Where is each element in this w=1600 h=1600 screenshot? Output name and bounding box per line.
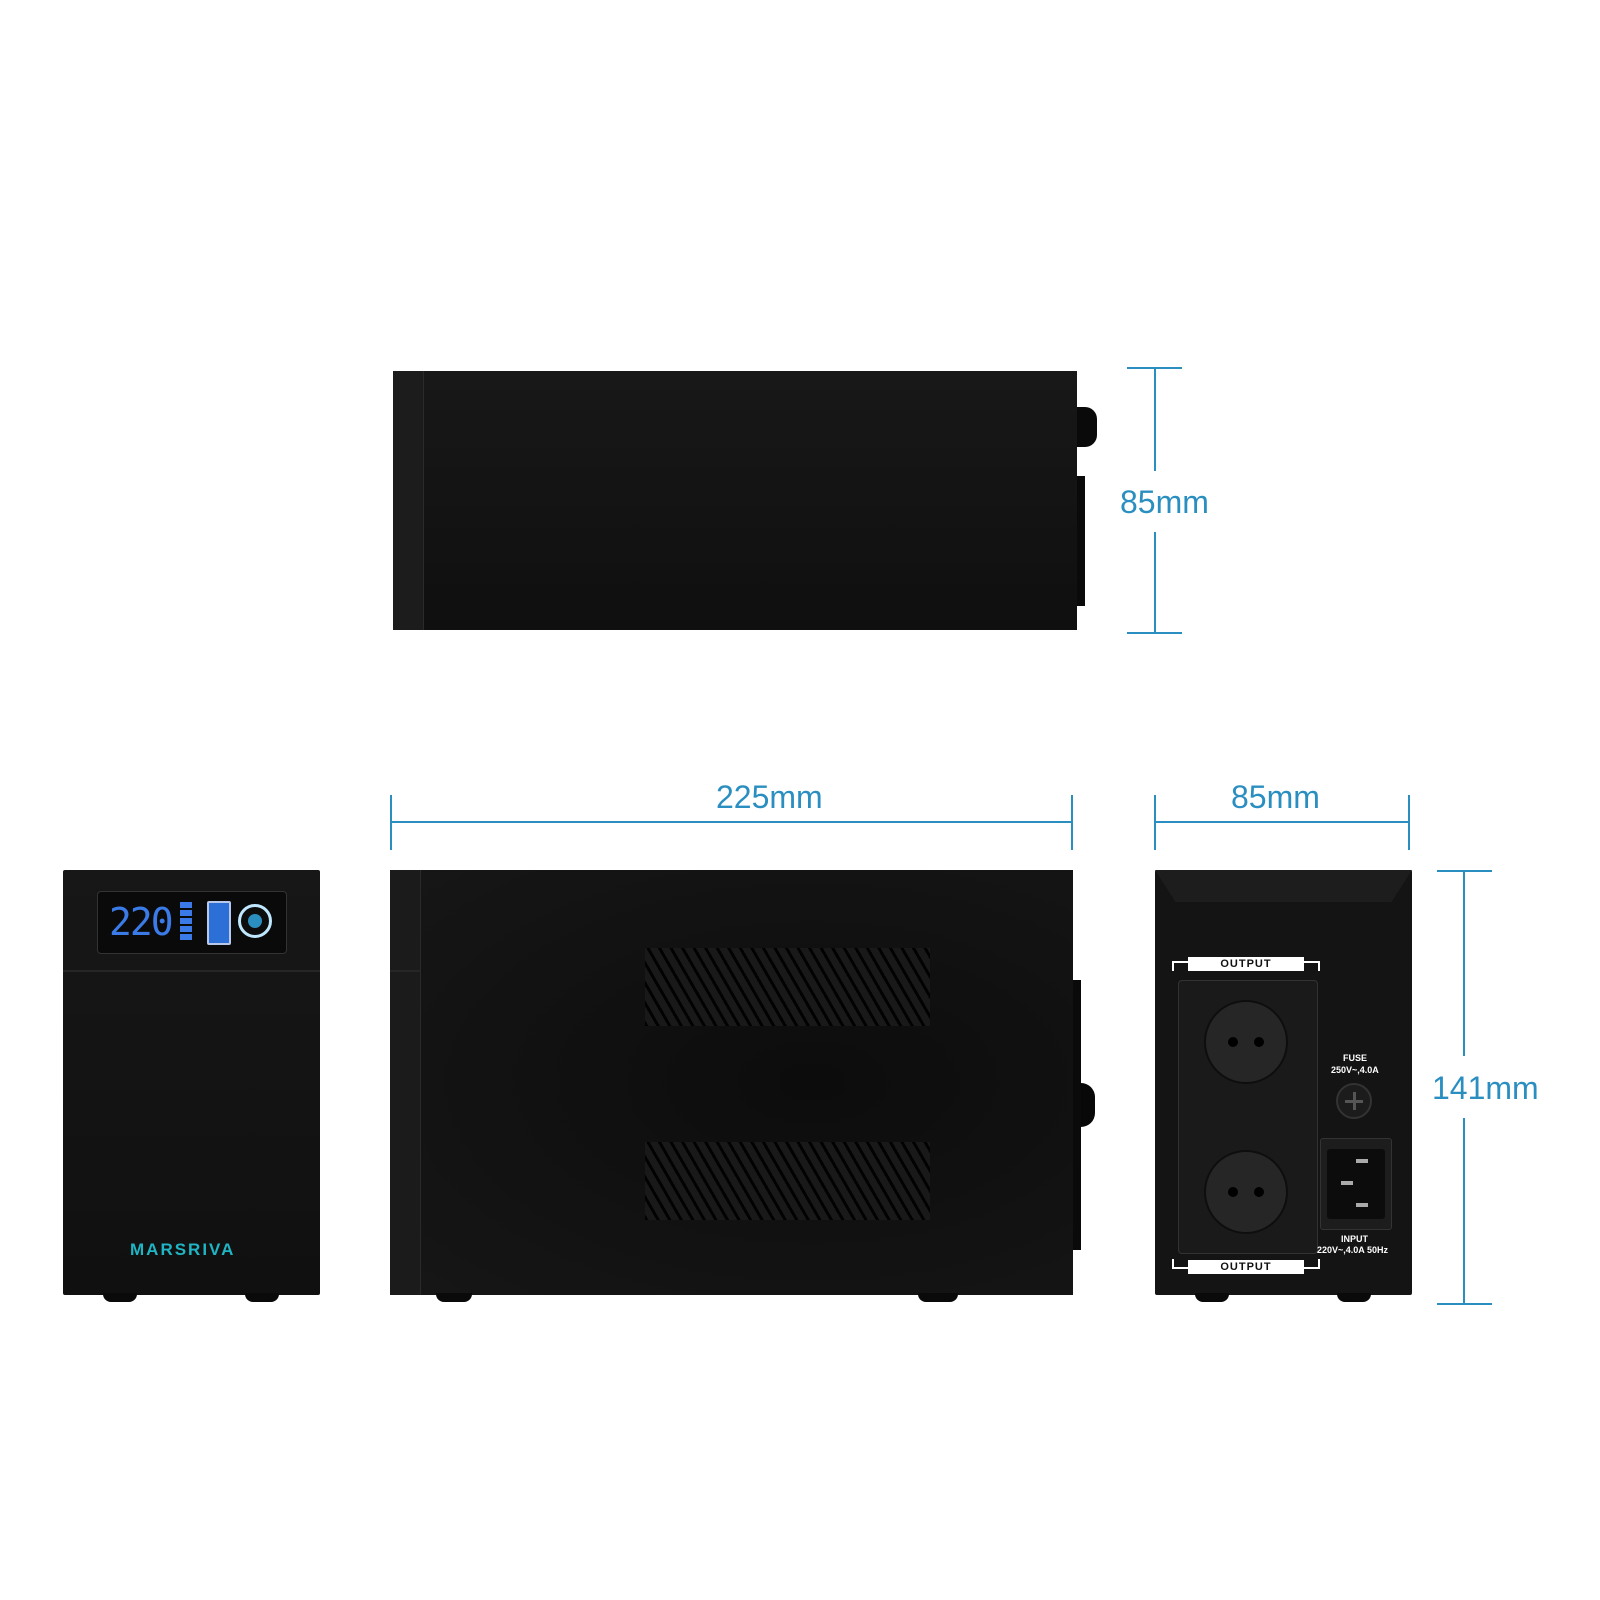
length-label: 225mm <box>716 779 823 815</box>
power-button[interactable] <box>238 904 272 938</box>
fuse-holder-icon <box>1336 1083 1372 1119</box>
battery-level-icon <box>180 902 192 940</box>
input-socket <box>1320 1138 1392 1230</box>
depth-dim-line <box>1154 821 1410 823</box>
input-title: INPUT <box>1341 1234 1368 1244</box>
height-top-label: 85mm <box>1120 484 1209 520</box>
usb-port-icon <box>207 901 231 945</box>
height-back-dim-cap-bottom <box>1437 1303 1492 1305</box>
length-dim-cap-right <box>1071 795 1073 850</box>
fuse-rating: 250V~,4.0A <box>1331 1065 1379 1075</box>
vent-lower <box>645 1142 930 1220</box>
depth-dim-cap-right <box>1408 795 1410 850</box>
top-view-knob <box>1077 407 1097 447</box>
output-label-top: OUTPUT <box>1188 957 1304 971</box>
height-back-label: 141mm <box>1432 1070 1539 1106</box>
brand-logo: MARSRIVA <box>130 1240 236 1259</box>
length-dim-line <box>390 821 1073 823</box>
height-top-dim-cap-bottom <box>1127 632 1182 634</box>
height-top-dim-line-upper <box>1154 367 1156 471</box>
fuse-title: FUSE <box>1343 1053 1368 1063</box>
output-label-bottom: OUTPUT <box>1188 1260 1304 1274</box>
side-view <box>390 870 1095 1305</box>
top-view-side-panel <box>1077 476 1085 606</box>
outlet-lower <box>1204 1150 1288 1234</box>
height-back-dim-line-upper <box>1463 870 1465 1056</box>
depth-label: 85mm <box>1231 779 1320 815</box>
vent-upper <box>645 948 930 1026</box>
outlet-upper <box>1204 1000 1288 1084</box>
front-view: 220 MARSRIVA <box>63 870 320 1305</box>
top-view <box>393 371 1097 630</box>
height-top-dim-line-lower <box>1154 532 1156 634</box>
input-rating: 220V~,4.0A 50Hz <box>1317 1245 1388 1255</box>
height-back-dim-line-lower <box>1463 1118 1465 1304</box>
lcd-voltage: 220 <box>109 900 174 944</box>
back-view: OUTPUT OUTPUT FUSE 250V~,4.0A INPUT 220V… <box>1155 870 1412 1305</box>
